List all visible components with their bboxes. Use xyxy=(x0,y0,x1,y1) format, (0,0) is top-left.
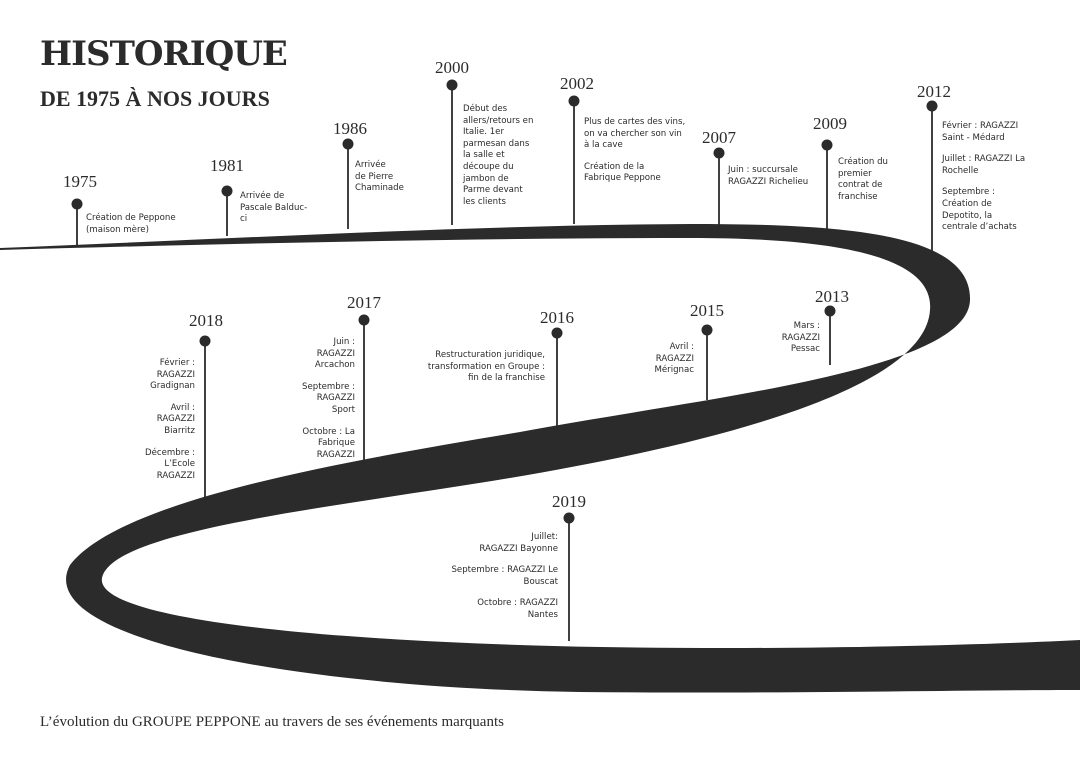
event-year-2000: 2000 xyxy=(435,58,469,77)
event-description-2013: Mars : RAGAZZI Pessac xyxy=(760,321,820,366)
event-description-2015: Avril : RAGAZZI Mérignac xyxy=(634,342,694,387)
event-paragraph: Début des allers/retours en Italie. 1er … xyxy=(463,104,534,207)
event-paragraph: Juin : RAGAZZI Arcachon xyxy=(314,337,355,371)
event-description-2009: Création du premier contrat de franchise xyxy=(838,157,908,213)
event-year-2016: 2016 xyxy=(540,308,574,327)
event-pin-2000 xyxy=(446,79,458,91)
page-title: HISTORIQUE xyxy=(40,34,288,74)
event-pin-2015 xyxy=(701,324,713,336)
event-year-2017: 2017 xyxy=(347,293,381,312)
footer-caption: L’évolution du GROUPE PEPPONE au travers… xyxy=(40,714,504,730)
event-year-1986: 1986 xyxy=(333,119,367,138)
event-year-2007: 2007 xyxy=(702,128,736,147)
event-description-1975: Création de Peppone (maison mère) xyxy=(86,213,196,246)
event-markers xyxy=(71,79,938,641)
event-description-2016: Restructuration juridique, transformatio… xyxy=(404,350,545,395)
event-paragraph: Création de Peppone (maison mère) xyxy=(86,213,176,235)
event-paragraph: Juillet: RAGAZZI Bayonne xyxy=(479,532,558,554)
event-year-2009: 2009 xyxy=(813,114,847,133)
event-paragraph: Février : RAGAZZI Saint - Médard xyxy=(942,121,1019,143)
event-year-2015: 2015 xyxy=(690,301,724,320)
page-subtitle: DE 1975 À NOS JOURS xyxy=(40,86,270,111)
event-paragraph: Création de la Fabrique Peppone xyxy=(584,161,661,184)
event-paragraph: Décembre : L’Ecole RAGAZZI xyxy=(144,447,195,481)
event-pin-2019 xyxy=(563,512,575,524)
event-paragraph: Création du premier contrat de franchise xyxy=(838,157,888,202)
road-shape xyxy=(0,224,1080,693)
event-paragraph: Avril : RAGAZZI Mérignac xyxy=(654,342,694,376)
event-year-1975: 1975 xyxy=(63,172,97,191)
event-pin-2017 xyxy=(358,314,370,326)
event-paragraph: Février : RAGAZZI Gradignan xyxy=(150,358,195,392)
event-pin-2012 xyxy=(926,100,938,112)
event-pin-2018 xyxy=(199,335,211,347)
event-year-2019: 2019 xyxy=(552,492,586,511)
event-paragraph: Septembre : RAGAZZI Le Bouscat xyxy=(451,565,558,587)
event-paragraph: Septembre : RAGAZZI Sport xyxy=(302,381,355,415)
event-paragraph: Octobre : La Fabrique RAGAZZI xyxy=(302,426,355,460)
event-pin-2013 xyxy=(824,305,836,317)
event-description-1981: Arrivée de Pascale Balduc- ci xyxy=(240,191,320,236)
event-year-1981: 1981 xyxy=(210,156,244,175)
event-description-2000: Début des allers/retours en Italie. 1er … xyxy=(463,104,541,218)
event-pin-2009 xyxy=(821,139,833,151)
event-paragraph: Septembre : Création de Depotito, la cen… xyxy=(942,187,1017,233)
event-pin-1975 xyxy=(71,198,83,210)
event-description-2007: Juin : succursale RAGAZZI Richelieu xyxy=(728,165,818,198)
event-year-2012: 2012 xyxy=(917,82,951,101)
event-pin-1981 xyxy=(221,185,233,197)
event-paragraph: Mars : RAGAZZI Pessac xyxy=(781,321,820,355)
event-pin-2002 xyxy=(568,95,580,107)
event-pin-2007 xyxy=(713,147,725,159)
event-year-2013: 2013 xyxy=(815,287,849,306)
event-paragraph: Juillet : RAGAZZI La Rochelle xyxy=(942,154,1026,176)
event-paragraph: Arrivée de Pascale Balduc- ci xyxy=(240,191,308,225)
event-paragraph: Avril : RAGAZZI Biarritz xyxy=(156,402,195,436)
event-paragraph: Arrivée de Pierre Chaminade xyxy=(355,160,404,194)
event-pin-1986 xyxy=(342,138,354,150)
event-year-2002: 2002 xyxy=(560,74,594,93)
event-paragraph: Plus de cartes des vins, on va chercher … xyxy=(584,117,686,151)
event-paragraph: Juin : succursale RAGAZZI Richelieu xyxy=(728,165,809,187)
event-description-2002: Plus de cartes des vins, on va chercher … xyxy=(584,117,694,195)
event-paragraph: Octobre : RAGAZZI Nantes xyxy=(477,598,558,620)
event-pin-2016 xyxy=(551,327,563,339)
event-paragraph: Restructuration juridique, transformatio… xyxy=(427,350,545,384)
event-year-2018: 2018 xyxy=(189,311,223,330)
event-description-1986: Arrivée de Pierre Chaminade xyxy=(355,160,425,205)
